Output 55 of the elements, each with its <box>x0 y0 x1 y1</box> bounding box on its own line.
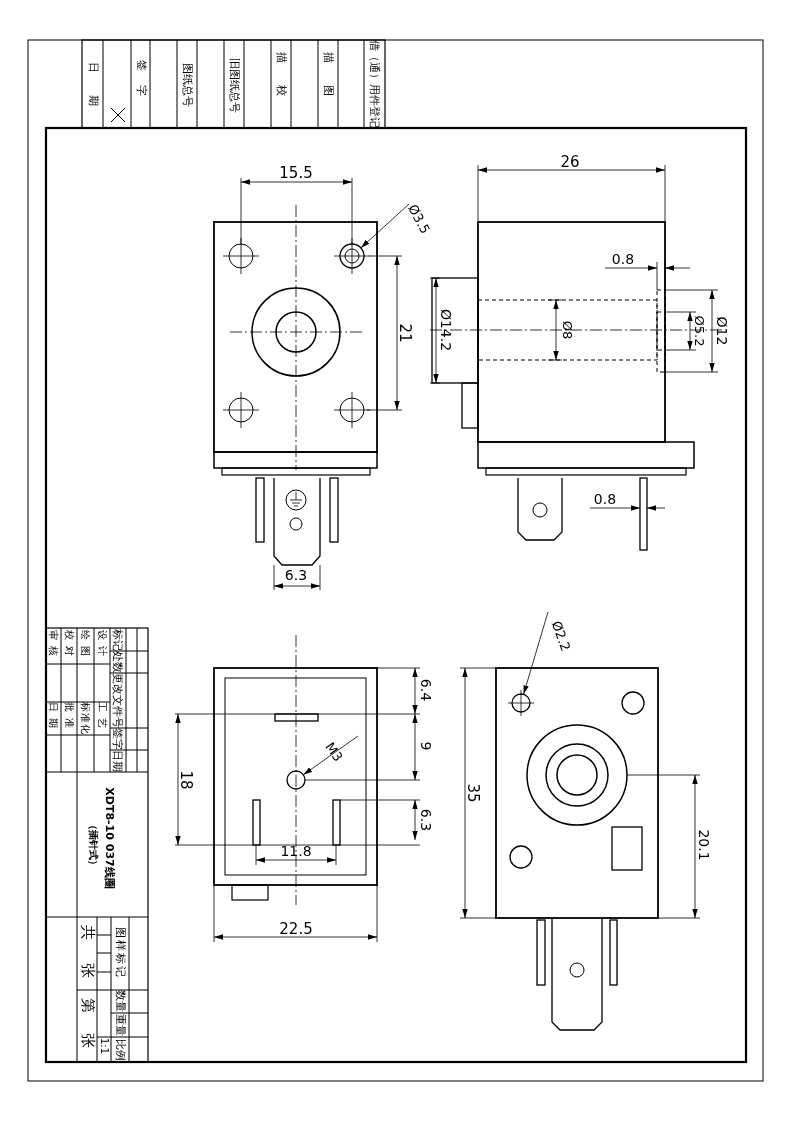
sheet-count-label: 张 <box>79 962 97 978</box>
dimension-value: 11.8 <box>280 843 312 859</box>
dimension-value: M3 <box>322 739 346 765</box>
dimension-value: 0.8 <box>611 251 635 267</box>
sheet-count-label: 第 <box>79 997 97 1013</box>
hole <box>286 770 306 790</box>
title-block-label: 比例 <box>113 1039 127 1061</box>
dimension-value: 6.4 <box>418 678 434 702</box>
strip-label: 日期 <box>86 62 100 128</box>
strip-label: 描图 <box>321 52 335 118</box>
strip-label: 旧图纸总号 <box>227 57 241 113</box>
title-block-label: 校对 <box>63 630 75 662</box>
dimension-value: Ø2.2 <box>548 618 574 654</box>
title-block-label: 标准化 <box>79 701 91 735</box>
title-block-label: 签字 <box>112 728 124 750</box>
drawing-title: XDT8-10 037线圈 <box>102 787 116 889</box>
dimension-value: 20.1 <box>696 829 712 861</box>
title-block-label: 日期 <box>112 750 124 772</box>
dimension-value: 6.3 <box>418 808 434 832</box>
drawing-subtitle: （插针式） <box>87 820 99 870</box>
dimension-value: Ø14.2 <box>438 308 454 352</box>
title-block-label: 图样标记 <box>113 927 127 979</box>
sheet-count-label: 张 <box>79 1032 97 1048</box>
hole <box>511 693 531 713</box>
strip-label: 签字 <box>134 60 148 110</box>
title-block-label: 更改文件号 <box>112 673 124 728</box>
dimension-value: 15.5 <box>279 164 313 182</box>
title-block-label: 标记 <box>112 629 124 651</box>
dimension-value: 21 <box>396 323 414 343</box>
scale-value: 1:1 <box>98 1037 110 1055</box>
dimension-value: 9 <box>418 741 434 751</box>
dimension-value: Ø12 <box>714 316 730 346</box>
title-block-label: 设计 <box>96 630 108 662</box>
title-block-label: 绘图 <box>79 630 91 662</box>
dimension-value: 18 <box>177 770 195 790</box>
title-block-label: 审核 <box>47 630 59 662</box>
strip-label: 描校 <box>274 52 288 118</box>
title-block-label: 批准 <box>63 702 75 734</box>
title-block-label: 处数 <box>112 651 124 673</box>
strip-label: 借（通）用件登记 <box>368 40 381 128</box>
dimension-value: Ø8 <box>559 320 575 340</box>
title-block-label: 日期 <box>47 702 59 734</box>
sheet-count-label: 共 <box>79 924 97 940</box>
dimension-value: 35 <box>464 783 482 803</box>
title-block-label: 重量 <box>113 1014 127 1036</box>
hole <box>339 243 365 269</box>
dimension-value: 6.3 <box>284 567 308 583</box>
dimension-value: 0.8 <box>593 491 617 507</box>
title-block-label: 工艺 <box>96 702 108 734</box>
title-block-label: 数量 <box>113 990 127 1012</box>
dimension-value: 22.5 <box>279 920 313 938</box>
dimension-value: Ø3.5 <box>405 201 433 237</box>
dimension-value: 26 <box>560 153 580 171</box>
strip-label: 图纸总号 <box>180 63 194 107</box>
dimension-value: Ø5.2 <box>691 315 707 347</box>
